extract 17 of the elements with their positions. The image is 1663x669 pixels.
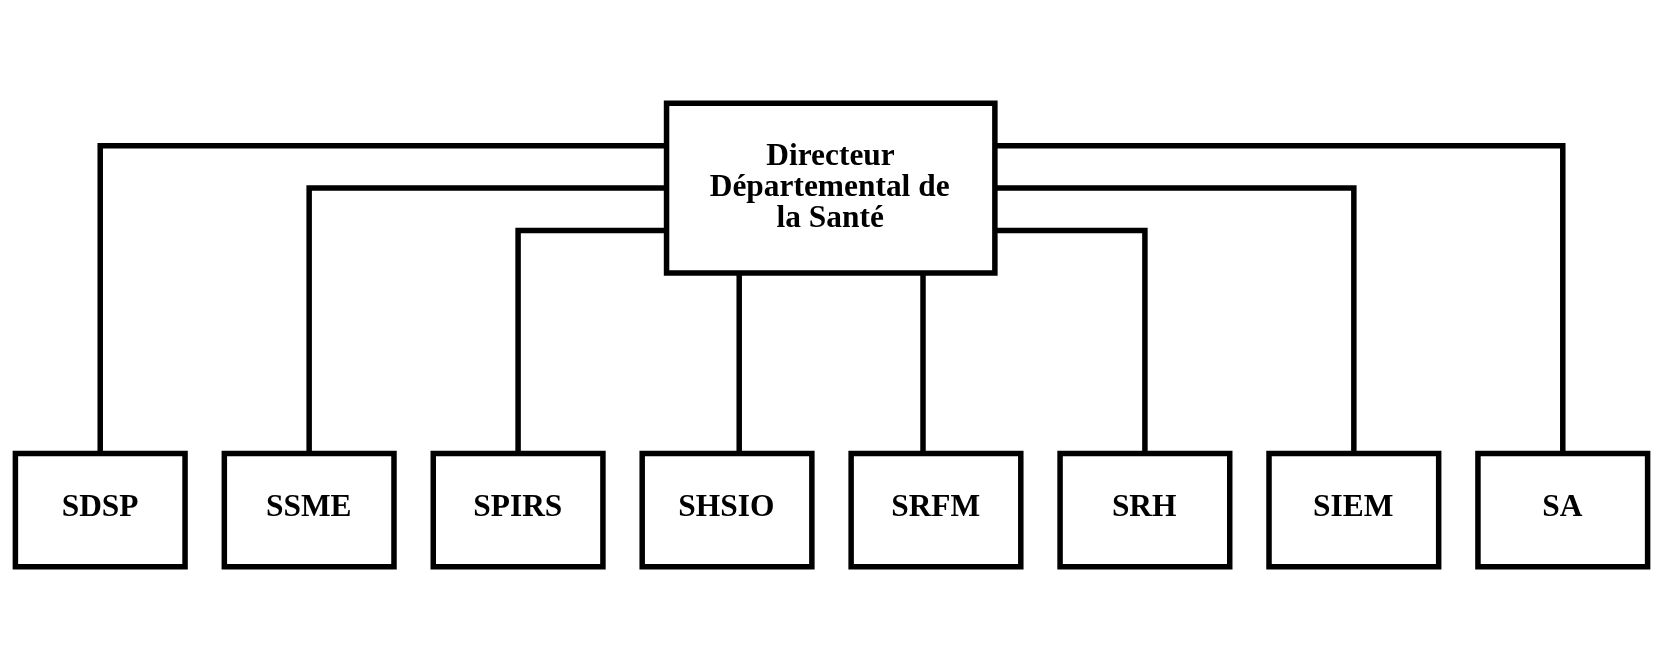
connector	[736, 272, 742, 453]
connector	[515, 227, 667, 454]
node-box: SRH	[1057, 450, 1233, 569]
node-box: SA	[1475, 450, 1651, 569]
connector	[920, 272, 926, 453]
node-box: SIEM	[1266, 450, 1442, 569]
connector	[306, 184, 667, 453]
connector	[995, 227, 1148, 454]
node-box: SHSIO	[639, 450, 815, 569]
node-box: Directeur Départemental de la Santé	[663, 100, 998, 276]
node-box: SPIRS	[430, 450, 606, 569]
connector	[97, 142, 667, 453]
connector	[995, 184, 1357, 453]
node-box: SRFM	[848, 450, 1024, 569]
node-box: SSME	[221, 450, 397, 569]
connector	[995, 142, 1566, 453]
node-box: SDSP	[12, 450, 188, 569]
